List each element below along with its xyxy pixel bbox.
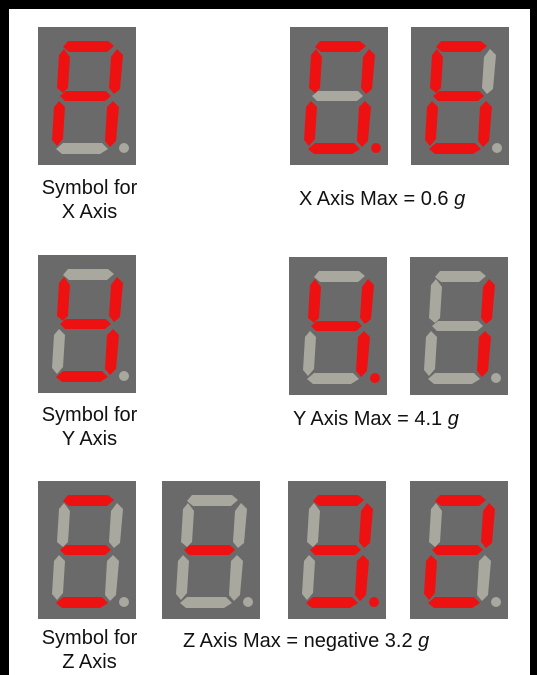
segment-middle-lit <box>60 545 111 555</box>
decimal-point-lit <box>371 143 381 153</box>
decimal-point-unlit <box>119 371 129 381</box>
y-axis-symbol-caption: Symbol for Y Axis <box>27 403 152 451</box>
seven-segment-svg <box>288 481 386 619</box>
segment-top-lit <box>63 41 114 52</box>
segment-bottom-lit <box>308 143 360 154</box>
unit-g: g <box>448 408 459 430</box>
segment-bottom-lit <box>428 597 480 608</box>
caption-line: Y Axis <box>27 427 152 451</box>
seven-segment-svg <box>410 257 508 395</box>
x-max-digit-1-display <box>290 27 388 165</box>
segment-middle-unlit <box>312 91 363 101</box>
segment-bottom-lit <box>56 371 108 382</box>
seven-segment-svg <box>38 27 136 165</box>
seven-segment-svg <box>290 27 388 165</box>
segment-bottom-unlit <box>307 373 359 384</box>
caption-line: Symbol for <box>27 176 152 200</box>
x-axis-symbol-display <box>38 27 136 165</box>
segment-top-lit <box>313 495 364 506</box>
unit-g: g <box>454 188 465 210</box>
segment-middle-lit <box>184 545 235 555</box>
segment-bottom-unlit <box>56 143 108 154</box>
decimal-point-lit <box>369 597 379 607</box>
segment-middle-lit <box>310 545 361 555</box>
y-max-digit-1-display <box>289 257 387 395</box>
decimal-point-unlit <box>491 373 501 383</box>
z-max-digit-1-display <box>288 481 386 619</box>
x-max-digit-2-display <box>411 27 509 165</box>
caption-text: Z Axis Max = negative 3.2 <box>183 630 418 652</box>
unit-g: g <box>418 630 429 652</box>
segment-top-unlit <box>314 271 365 282</box>
caption-line: Z Axis <box>27 650 152 674</box>
decimal-point-unlit <box>119 143 129 153</box>
segment-middle-lit <box>433 91 484 101</box>
decimal-point-unlit <box>119 597 129 607</box>
segment-top-lit <box>315 41 366 52</box>
decimal-point-unlit <box>492 143 502 153</box>
seven-segment-svg <box>162 481 260 619</box>
seven-segment-svg <box>38 481 136 619</box>
caption-line: X Axis <box>27 200 152 224</box>
x-axis-max-caption: X Axis Max = 0.6 g <box>299 187 524 211</box>
segment-middle-lit <box>432 545 483 555</box>
z-axis-symbol-caption: Symbol for Z Axis <box>27 626 152 674</box>
segment-top-unlit <box>187 495 238 506</box>
segment-bottom-unlit <box>180 597 232 608</box>
caption-line: Symbol for <box>27 626 152 650</box>
y-axis-max-caption: Y Axis Max = 4.1 g <box>293 407 518 431</box>
segment-top-lit <box>63 495 114 506</box>
segment-bottom-unlit <box>428 373 480 384</box>
segment-top-unlit <box>435 271 486 282</box>
caption-text: X Axis Max = 0.6 <box>299 188 454 210</box>
seven-segment-svg <box>289 257 387 395</box>
x-axis-symbol-caption: Symbol for X Axis <box>27 176 152 224</box>
segment-bottom-lit <box>306 597 358 608</box>
caption-line: Symbol for <box>27 403 152 427</box>
decimal-point-unlit <box>491 597 501 607</box>
seven-segment-svg <box>38 255 136 393</box>
segment-middle-lit <box>60 319 111 329</box>
decimal-point-lit <box>370 373 380 383</box>
segment-top-lit <box>436 41 487 52</box>
z-max-digit-2-display <box>410 481 508 619</box>
segment-middle-unlit <box>432 321 483 331</box>
segment-middle-lit <box>60 91 111 101</box>
segment-middle-lit <box>311 321 362 331</box>
z-axis-max-caption: Z Axis Max = negative 3.2 g <box>183 629 503 653</box>
segment-bottom-lit <box>56 597 108 608</box>
segment-top-unlit <box>63 269 114 280</box>
z-max-sign-display <box>162 481 260 619</box>
seven-segment-svg <box>411 27 509 165</box>
z-axis-symbol-display <box>38 481 136 619</box>
segment-top-lit <box>435 495 486 506</box>
y-axis-symbol-display <box>38 255 136 393</box>
segment-bottom-lit <box>429 143 481 154</box>
seven-segment-svg <box>410 481 508 619</box>
caption-text: Y Axis Max = 4.1 <box>293 408 448 430</box>
y-max-digit-2-display <box>410 257 508 395</box>
decimal-point-unlit <box>243 597 253 607</box>
